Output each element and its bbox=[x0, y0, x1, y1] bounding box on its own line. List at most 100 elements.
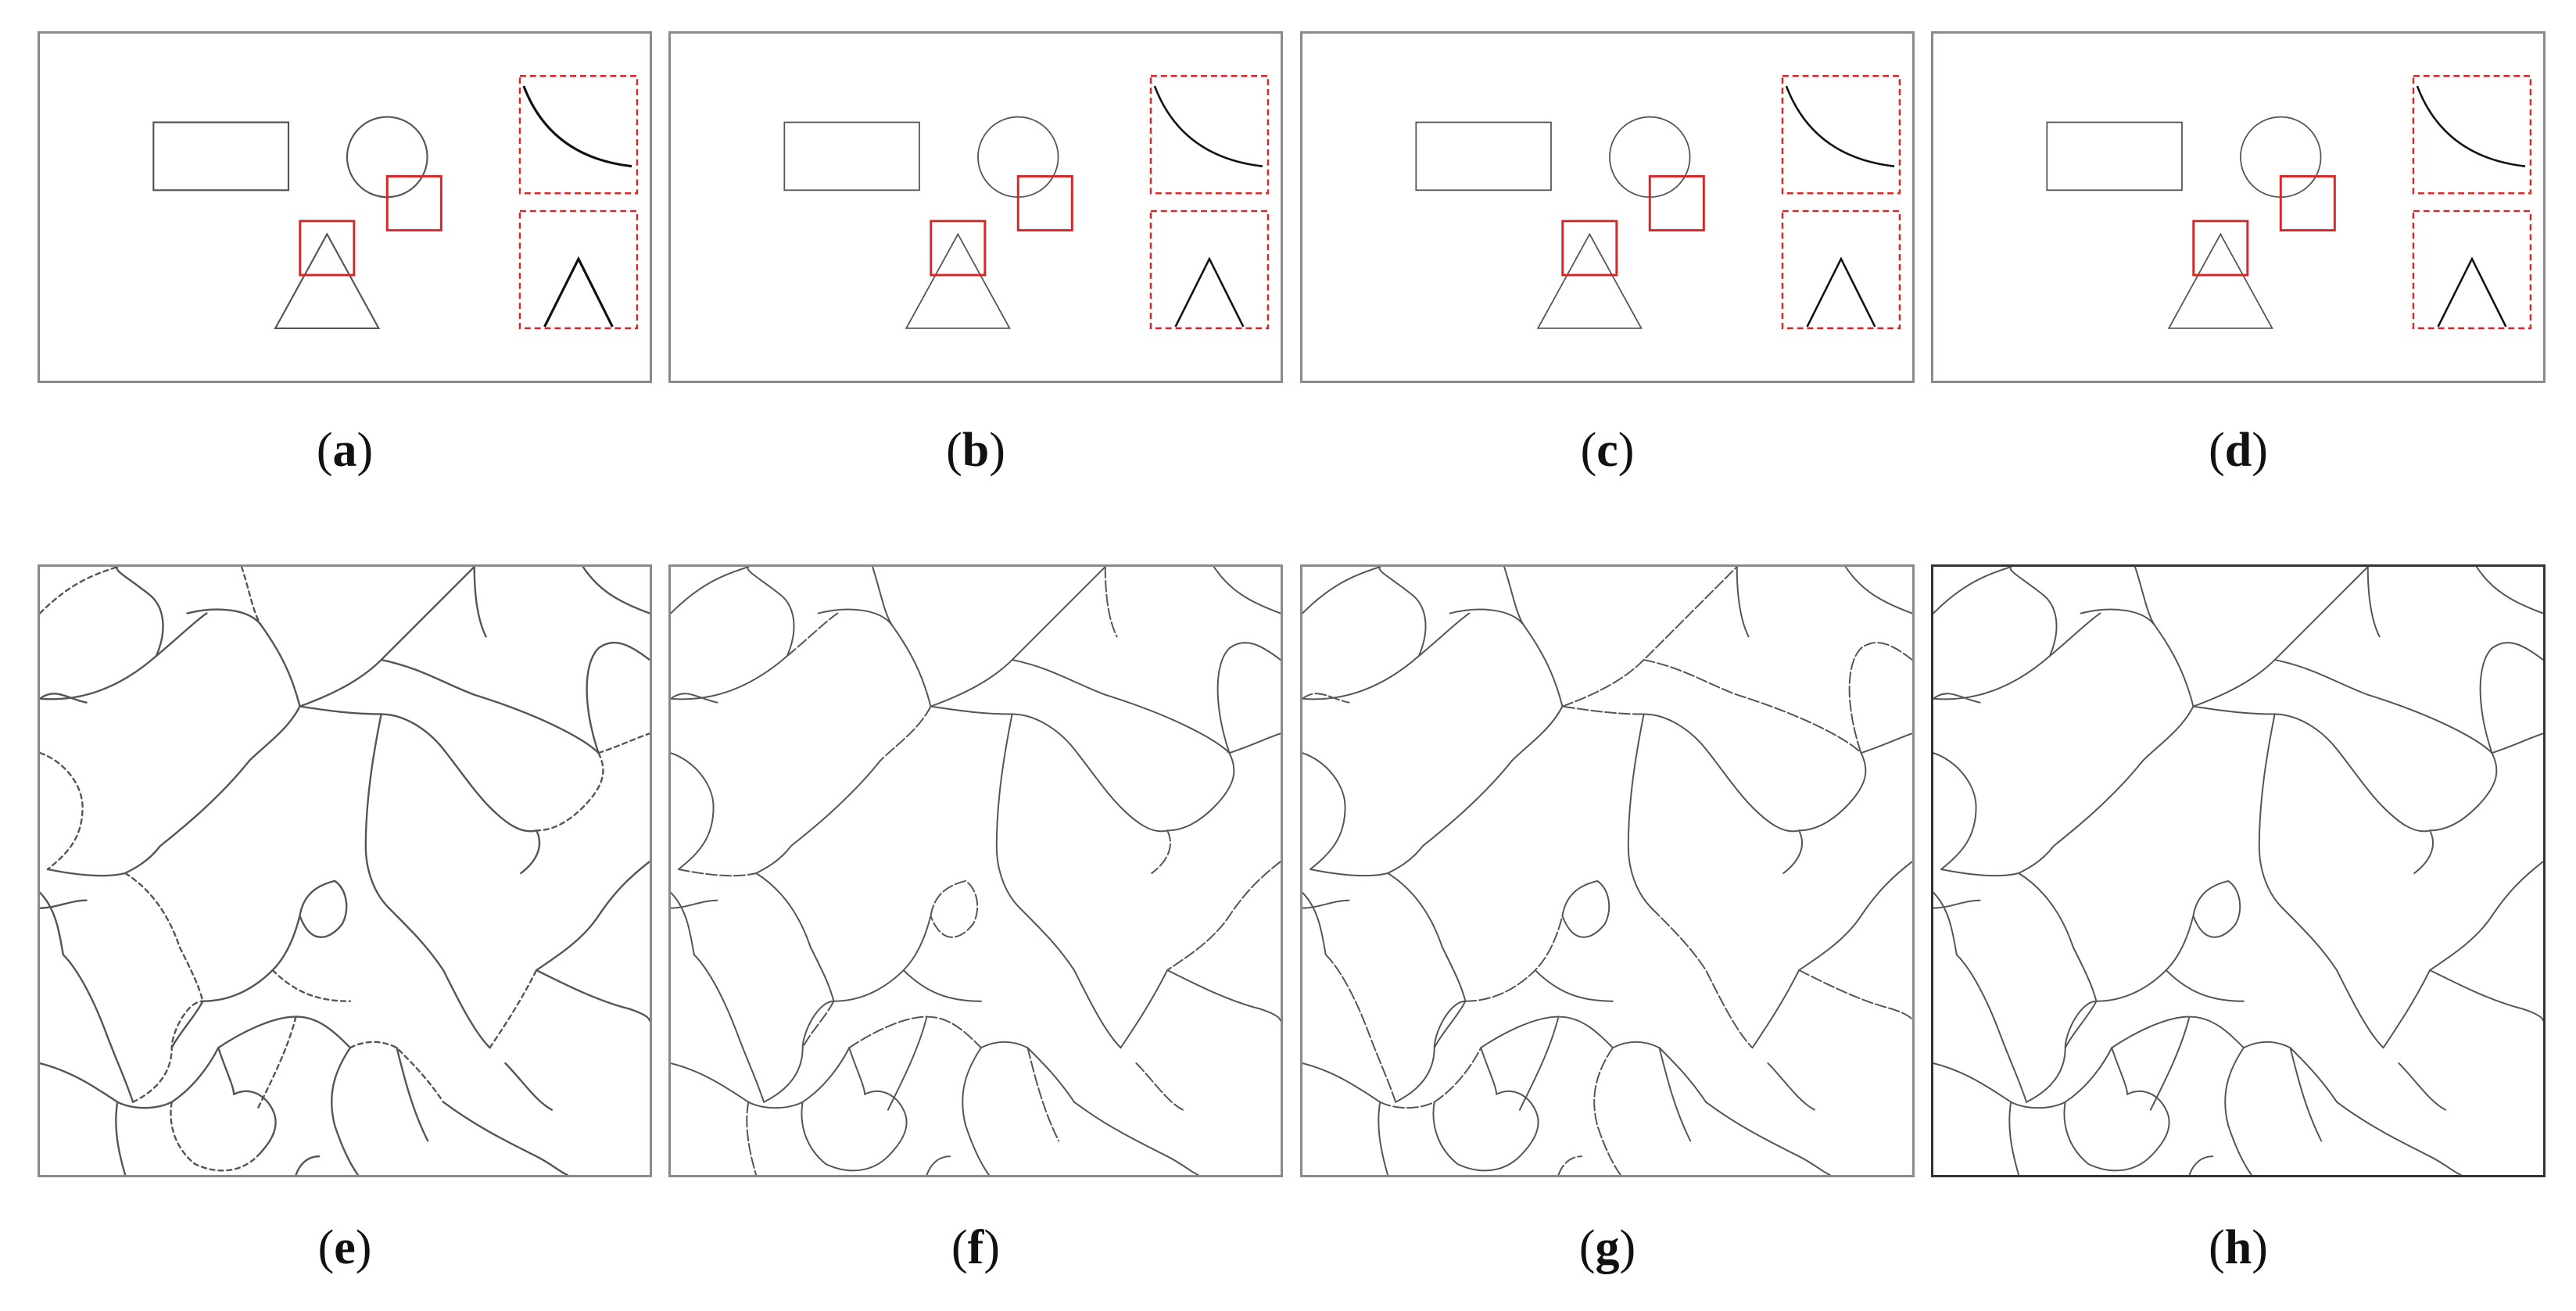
grain-boundary-curve bbox=[1019, 907, 1122, 1049]
triangle-zoom-inset bbox=[518, 210, 639, 330]
grain-boundary-curve bbox=[833, 915, 932, 1002]
grain-boundary-curve bbox=[671, 899, 718, 909]
triangle-highlight-box bbox=[2192, 220, 2249, 277]
grain-boundary-curve bbox=[2134, 567, 2155, 626]
grain-boundary-curve bbox=[186, 608, 301, 707]
grain-boundary-curve bbox=[2192, 879, 2241, 938]
grain-boundary-curve bbox=[817, 608, 932, 707]
grain-boundary-curve bbox=[442, 1101, 568, 1175]
grain-boundary-curve bbox=[1135, 1062, 1184, 1111]
grain-boundary-curve bbox=[1561, 705, 1645, 715]
grain-boundary-curve bbox=[930, 567, 1106, 707]
grain-boundary-curve bbox=[535, 860, 650, 972]
grain-boundary-curve bbox=[962, 1047, 990, 1175]
grain-boundary-curve bbox=[1309, 869, 1389, 877]
grain-boundaries bbox=[1302, 567, 1912, 1175]
grain-boundary-curve bbox=[2111, 1015, 2245, 1049]
shapes-edge-map bbox=[1415, 75, 1901, 330]
grain-boundary-curve bbox=[1798, 969, 1912, 1022]
circle-highlight-box bbox=[1016, 175, 1073, 232]
grain-boundary-curve bbox=[1593, 1047, 1621, 1175]
circle-highlight-box bbox=[1648, 175, 1705, 232]
grain-boundary-curve bbox=[1503, 567, 1524, 626]
triangle-highlight-box bbox=[930, 220, 987, 277]
zoomed-circle-arc bbox=[1153, 85, 1263, 167]
grain-boundary-curve bbox=[1767, 1062, 1815, 1111]
grain-boundary-curve bbox=[202, 915, 301, 1002]
zoomed-circle-arc bbox=[2416, 85, 2526, 167]
grain-boundary-curve bbox=[1166, 861, 1281, 972]
shapes-panel-a bbox=[38, 31, 652, 383]
grain-boundary-curve bbox=[170, 1101, 259, 1172]
grain-boundary-curve bbox=[2111, 1047, 2129, 1095]
grain-boundary-curve bbox=[755, 872, 835, 1002]
zoomed-triangle-apex bbox=[1174, 256, 1245, 328]
grain-boundary-curve bbox=[926, 1155, 951, 1175]
grain-boundary-curve bbox=[388, 907, 491, 1049]
circle-highlight-box bbox=[385, 175, 442, 232]
grain-boundary-curve bbox=[995, 713, 1021, 909]
grain-boundary-curve bbox=[597, 733, 650, 754]
grain-boundary-curve bbox=[1933, 693, 1981, 704]
grain-boundary-curve bbox=[1650, 907, 1754, 1049]
grain-panel-e bbox=[38, 564, 652, 1177]
grain-boundary-curve bbox=[520, 829, 541, 875]
grain-boundary-curve bbox=[2126, 1091, 2170, 1158]
grain-boundary-curve bbox=[2382, 969, 2431, 1049]
grain-boundary-curve bbox=[115, 1101, 127, 1175]
triangle-zoom-inset bbox=[1781, 210, 1901, 330]
grain-boundary-curve bbox=[1611, 1041, 1707, 1103]
grain-boundary-curve bbox=[1480, 1015, 1614, 1049]
triangle-zoom-inset bbox=[2412, 210, 2532, 330]
grain-boundary-curve bbox=[40, 751, 84, 871]
circle-zoom-inset bbox=[518, 75, 639, 195]
grain-boundary-curve bbox=[2048, 612, 2101, 657]
grain-boundary-curve bbox=[2429, 969, 2543, 1022]
grain-boundary-curve bbox=[131, 1000, 204, 1103]
grain-boundary-curve bbox=[1387, 760, 1513, 874]
triangle-edge bbox=[2167, 232, 2273, 329]
grain-boundary-curve bbox=[535, 969, 650, 1022]
grain-boundary-curve bbox=[1940, 869, 2020, 877]
grain-boundary-curve bbox=[380, 658, 600, 754]
grain-boundary-curve bbox=[217, 1047, 235, 1095]
subfigure-caption-h: (h) bbox=[2209, 1221, 2268, 1274]
grain-boundary-curve bbox=[1395, 1000, 1467, 1103]
grain-boundary-curve bbox=[887, 1015, 928, 1111]
grain-boundary-curve bbox=[2366, 567, 2381, 638]
grain-boundary-curve bbox=[1378, 1101, 1389, 1175]
grain-boundary-curve bbox=[1166, 752, 1235, 832]
grain-boundary-curve bbox=[396, 1047, 429, 1142]
grain-boundary-curve bbox=[2281, 907, 2384, 1049]
grain-boundary-curve bbox=[2192, 567, 2369, 707]
grain-boundary-curve bbox=[2095, 915, 2194, 1002]
grain-boundary-curve bbox=[2224, 1047, 2252, 1175]
grain-boundary-curve bbox=[1449, 608, 1564, 707]
grain-boundary-curve bbox=[155, 612, 208, 657]
zoomed-triangle-apex bbox=[1806, 256, 1876, 328]
shapes-edge-map bbox=[152, 75, 639, 330]
grain-boundary-curve bbox=[2008, 1101, 2020, 1175]
grain-panel-g bbox=[1300, 564, 1915, 1177]
grain-boundary-curve bbox=[40, 1062, 119, 1103]
circle-zoom-inset bbox=[2412, 75, 2532, 195]
grain-boundary-curve bbox=[1151, 829, 1171, 874]
grain-boundary-curve bbox=[671, 1062, 750, 1103]
triangle-edge bbox=[905, 232, 1011, 329]
grain-boundary-curve bbox=[473, 567, 487, 638]
grain-boundary-curve bbox=[671, 567, 750, 614]
grain-boundary-curve bbox=[2165, 969, 2245, 1002]
grain-boundary-curve bbox=[1011, 659, 1231, 754]
grain-boundary-curve bbox=[364, 713, 390, 909]
grain-boundary-map bbox=[671, 567, 1281, 1175]
grain-boundary-curve bbox=[1213, 567, 1281, 614]
grain-boundary-curve bbox=[489, 969, 538, 1049]
grain-boundary-curve bbox=[1534, 969, 1614, 1002]
grain-boundary-curve bbox=[1933, 567, 2012, 614]
grain-boundary-curve bbox=[1120, 969, 1169, 1049]
grain-boundary-curve bbox=[879, 705, 932, 762]
rectangle-edge bbox=[1415, 121, 1552, 192]
grain-boundary-curve bbox=[1705, 1101, 1831, 1175]
grain-boundary-curve bbox=[1933, 567, 2058, 700]
grain-boundary-curve bbox=[40, 567, 119, 614]
